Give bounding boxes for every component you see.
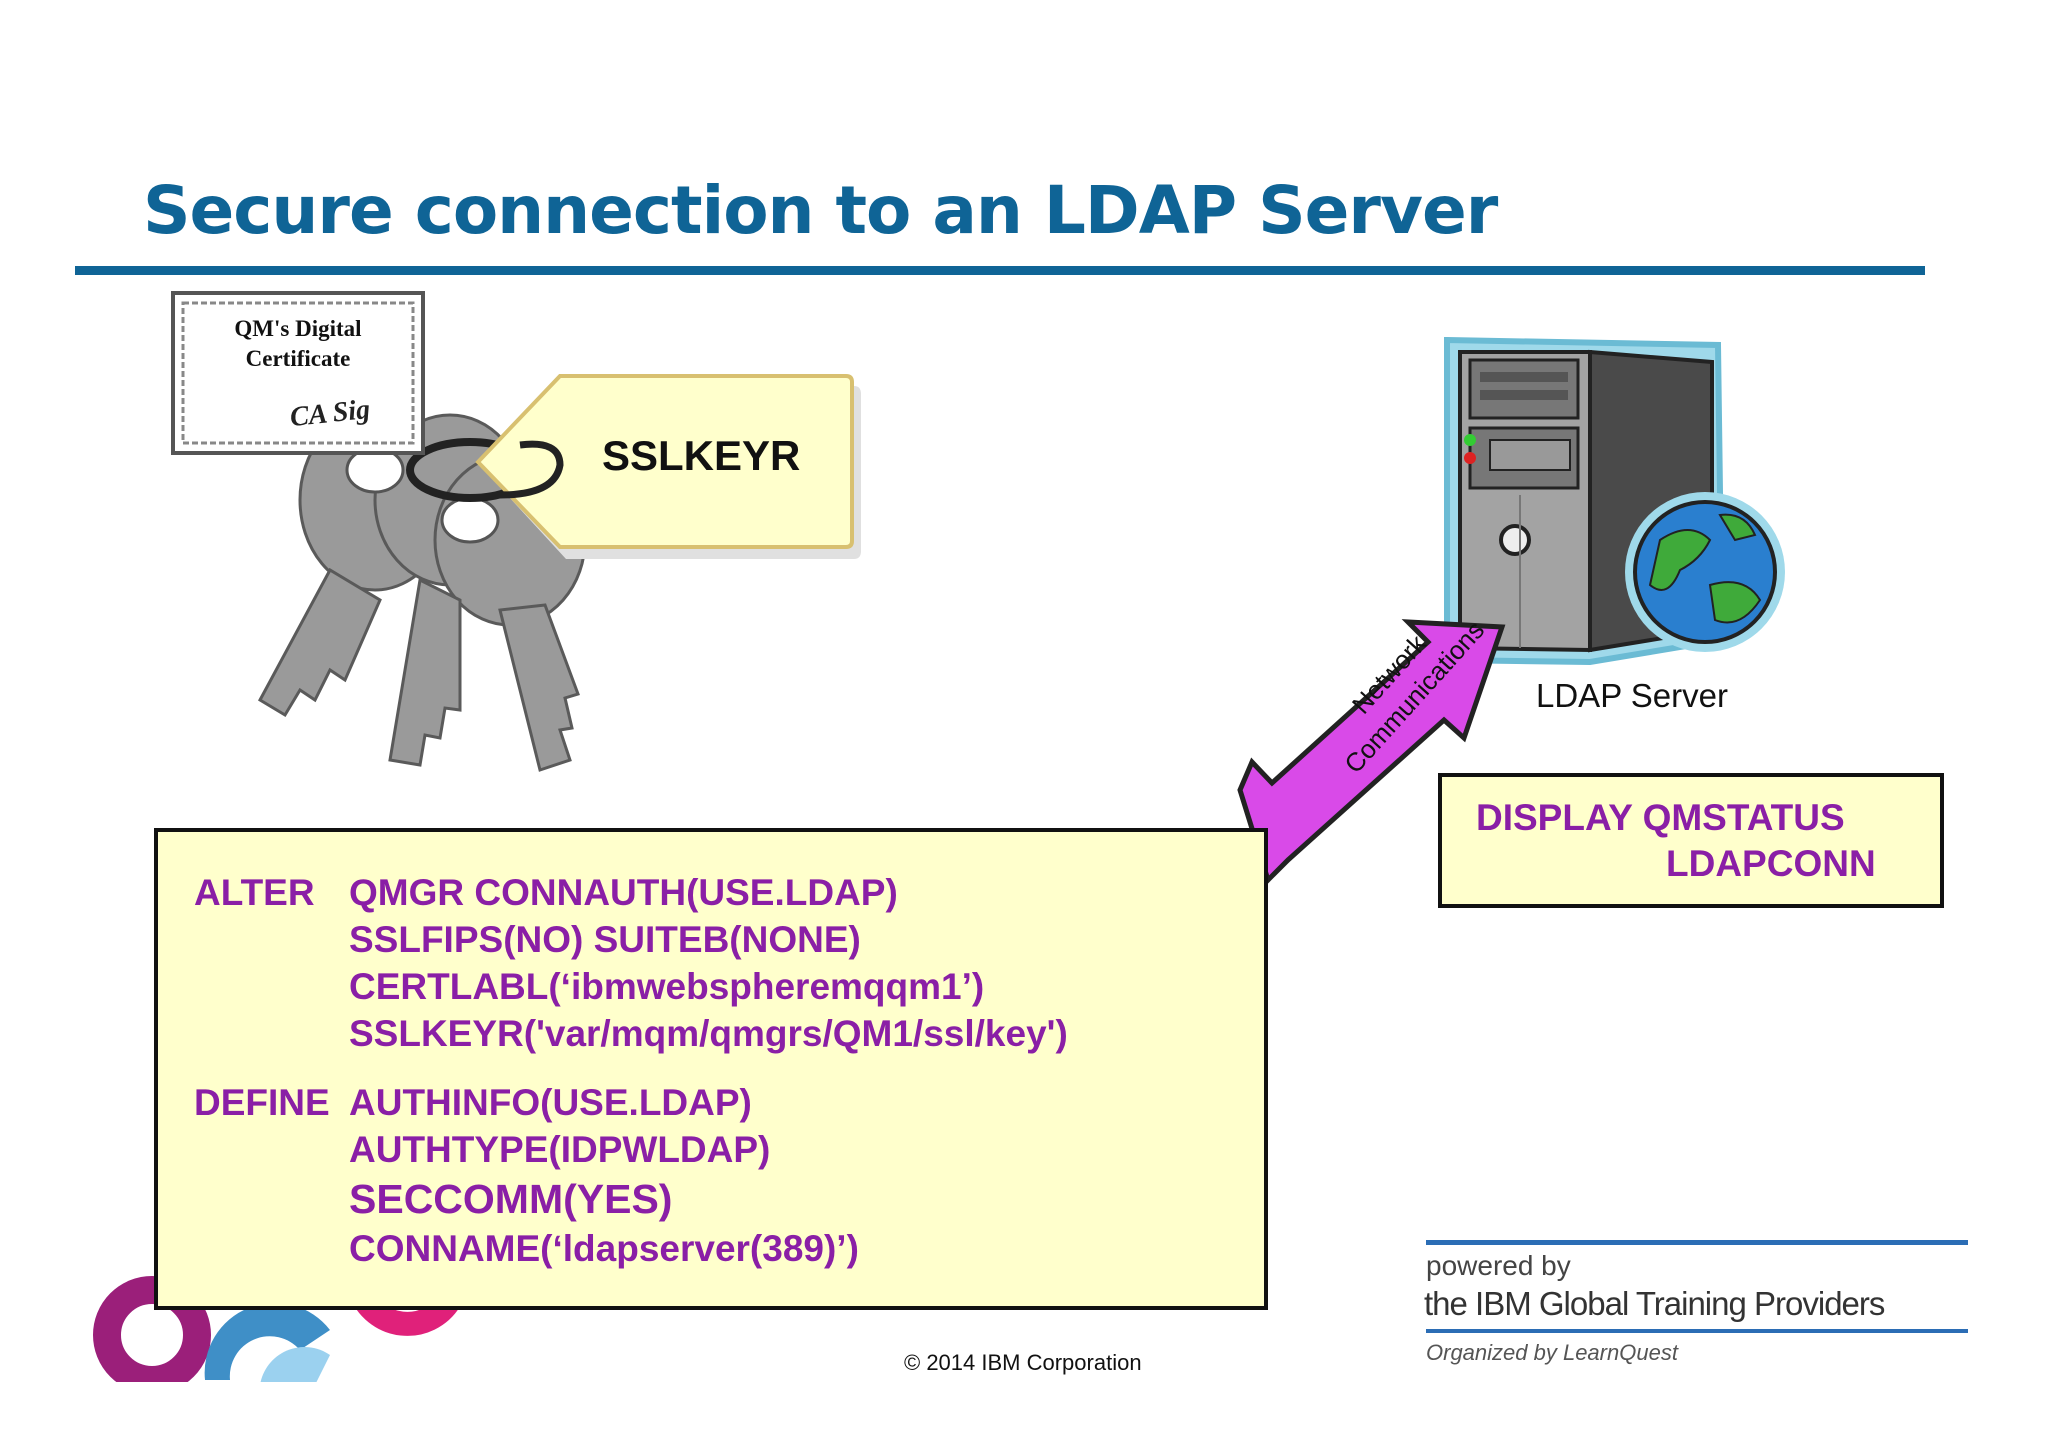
- ldap-server-label: LDAP Server: [1536, 677, 1728, 714]
- display-command-box: DISPLAY QMSTATUS LDAPCONN: [1438, 773, 1944, 908]
- command-line: AUTHTYPE(IDPWLDAP): [349, 1129, 771, 1170]
- network-double-arrow: [1237, 619, 1506, 885]
- provider-rule-top: [1426, 1240, 1968, 1245]
- command-line: AUTHINFO(USE.LDAP): [349, 1082, 752, 1123]
- ldap-server-illustration: [1444, 336, 1785, 666]
- display-command-line-1: DISPLAY QMSTATUS: [1476, 797, 1845, 838]
- copyright: © 2014 IBM Corporation: [904, 1350, 1142, 1375]
- display-command-line-2: LDAPCONN: [1666, 843, 1876, 884]
- certificate-line-1: QM's Digital: [234, 316, 362, 341]
- organized-by-text: Organized by LearnQuest: [1426, 1340, 1678, 1365]
- command-line: SSLKEYR('var/mqm/qmgrs/QM1/ssl/key'): [349, 1013, 1068, 1054]
- command-line: SSLFIPS(NO) SUITEB(NONE): [349, 919, 861, 960]
- provider-rule-bottom: [1426, 1329, 1968, 1333]
- slide-title: Secure connection to an LDAP Server: [143, 172, 1498, 249]
- logo-circles: [60, 1276, 480, 1398]
- provider-name: the IBM Global Training Providers: [1424, 1285, 1885, 1322]
- command-line: SECCOMM(YES): [349, 1176, 673, 1222]
- command-keyword-alter: ALTER: [194, 872, 315, 913]
- command-line: CERTLABL(‘ibmwebspheremqqm1’): [349, 966, 985, 1007]
- certificate-illustration: [171, 291, 425, 455]
- sslkeyr-tag-label: SSLKEYR: [602, 432, 801, 479]
- command-box: ALTER QMGR CONNAUTH(USE.LDAP) SSLFIPS(NO…: [154, 828, 1268, 1310]
- command-line: CONNAME(‘ldapserver(389)’): [349, 1228, 859, 1269]
- powered-by-text: powered by: [1426, 1250, 1571, 1281]
- command-line: QMGR CONNAUTH(USE.LDAP): [349, 872, 898, 913]
- certificate-line-2: Certificate: [245, 346, 351, 371]
- title-rule: [75, 266, 1925, 275]
- sslkeyr-tag-shape: [475, 374, 861, 559]
- command-keyword-define: DEFINE: [194, 1082, 330, 1123]
